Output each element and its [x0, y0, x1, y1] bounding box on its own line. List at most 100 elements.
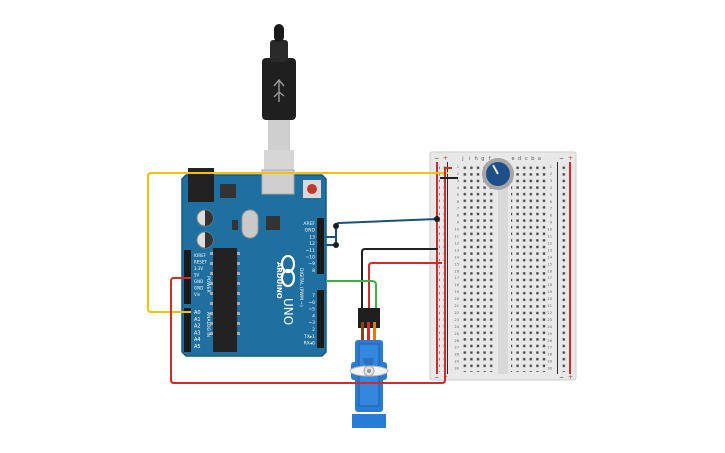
column-letter: f [489, 156, 491, 162]
column-letter: a [538, 156, 541, 162]
row-number: 23 [454, 318, 459, 322]
column-letter: g [481, 156, 484, 162]
row-number: 30 [547, 367, 552, 371]
column-letter: b [531, 156, 534, 162]
arduino-uno-board: ARDUINO UNO DIGITAL (PWM ~) POWER ANALOG… [181, 168, 327, 357]
pin-label: 3.3V [194, 266, 203, 271]
pin-label: A0 [194, 310, 201, 316]
row-number: 16 [547, 269, 552, 273]
pin-label: A4 [194, 337, 201, 343]
row-number: 21 [454, 304, 459, 308]
pin-label: GND [194, 279, 203, 284]
pin-label: Vin [194, 292, 201, 297]
row-number: 8 [550, 214, 553, 218]
column-letter: e [511, 156, 514, 162]
row-number: 25 [454, 332, 459, 336]
pin-label: A2 [194, 324, 201, 330]
row-number: 9 [550, 221, 553, 225]
pin-label: GND [305, 228, 316, 234]
wire-green-pin9 [326, 280, 377, 308]
servo-icon [349, 308, 389, 428]
wire-black-servo [361, 248, 438, 308]
pin-label: 2 [312, 327, 315, 333]
arduino-model-label: UNO [281, 298, 295, 325]
row-number: 25 [547, 332, 552, 336]
row-number: 29 [547, 360, 552, 364]
pin-label: ~11 [306, 248, 316, 254]
row-number: 4 [457, 186, 460, 190]
row-number: 2 [457, 172, 459, 176]
row-number: 29 [454, 360, 459, 364]
pin-label: A5 [194, 344, 201, 350]
potentiometer-icon [482, 158, 514, 190]
column-letter: h [475, 156, 478, 162]
row-number: 24 [547, 325, 552, 329]
row-number: 15 [547, 262, 552, 266]
row-number: 16 [454, 269, 459, 273]
pin-label: ~10 [306, 255, 316, 261]
column-letter: j [461, 156, 463, 162]
pin-label: 4 [312, 313, 315, 319]
row-number: 5 [457, 193, 459, 197]
row-number: 15 [454, 262, 459, 266]
row-number: 14 [547, 255, 552, 259]
wires [147, 167, 458, 384]
pin-label: RX◂0 [304, 341, 315, 347]
row-number: 22 [547, 311, 552, 315]
row-number: 12 [547, 241, 552, 245]
rail-minus-top-right: − [559, 155, 564, 162]
column-letter: i [469, 156, 470, 162]
rail-minus-bottom-right: − [559, 374, 564, 381]
row-number: 22 [454, 311, 459, 315]
digital-header-label: DIGITAL (PWM ~) [298, 268, 304, 307]
row-number: 19 [547, 290, 552, 294]
pin-label: ~5 [308, 307, 315, 313]
row-number: 27 [547, 346, 552, 350]
row-number: 26 [547, 339, 552, 343]
usb-cable-icon [262, 24, 296, 190]
wire-blue-gnd [326, 218, 438, 246]
row-number: 3 [457, 179, 459, 183]
row-number: 2 [550, 172, 552, 176]
pin-label: AREF [303, 221, 315, 227]
row-number: 14 [454, 255, 459, 259]
pin-label: 8 [312, 268, 315, 274]
pin-label: 5V [194, 273, 200, 278]
pin-label: RESET [194, 260, 207, 265]
row-number: 27 [454, 346, 459, 350]
row-number: 11 [547, 235, 552, 239]
pin-label: GND [194, 286, 203, 291]
pin-label: TX▸1 [303, 334, 315, 340]
row-number: 28 [547, 353, 552, 357]
pin-label: ~3 [308, 320, 315, 326]
row-number: 1 [550, 165, 552, 169]
row-number: 6 [457, 200, 460, 204]
row-number: 13 [547, 248, 552, 252]
row-number: 10 [547, 228, 552, 232]
row-number: 9 [457, 221, 460, 225]
row-number: 17 [454, 276, 459, 280]
row-number: 10 [454, 228, 459, 232]
row-number: 13 [454, 248, 459, 252]
rail-plus-top-right: + [568, 155, 573, 162]
pin-label: A3 [194, 330, 201, 336]
row-number: 20 [547, 297, 552, 301]
rail-plus-top-left: + [443, 155, 448, 162]
row-number: 8 [457, 214, 460, 218]
row-number: 21 [547, 304, 552, 308]
pin-label: 13 [309, 234, 315, 240]
row-number: 4 [550, 186, 553, 190]
row-number: 24 [454, 325, 459, 329]
column-letter: c [525, 156, 528, 162]
row-number: 18 [454, 283, 459, 287]
row-number: 6 [550, 200, 553, 204]
wire-red-5v [170, 167, 452, 384]
row-number: 7 [550, 207, 552, 211]
arduino-brand-label: ARDUINO [275, 262, 283, 299]
rail-plus-bottom-right: + [568, 374, 573, 381]
row-number: 7 [457, 207, 459, 211]
row-number: 12 [454, 241, 459, 245]
pin-label: 7 [312, 293, 315, 299]
